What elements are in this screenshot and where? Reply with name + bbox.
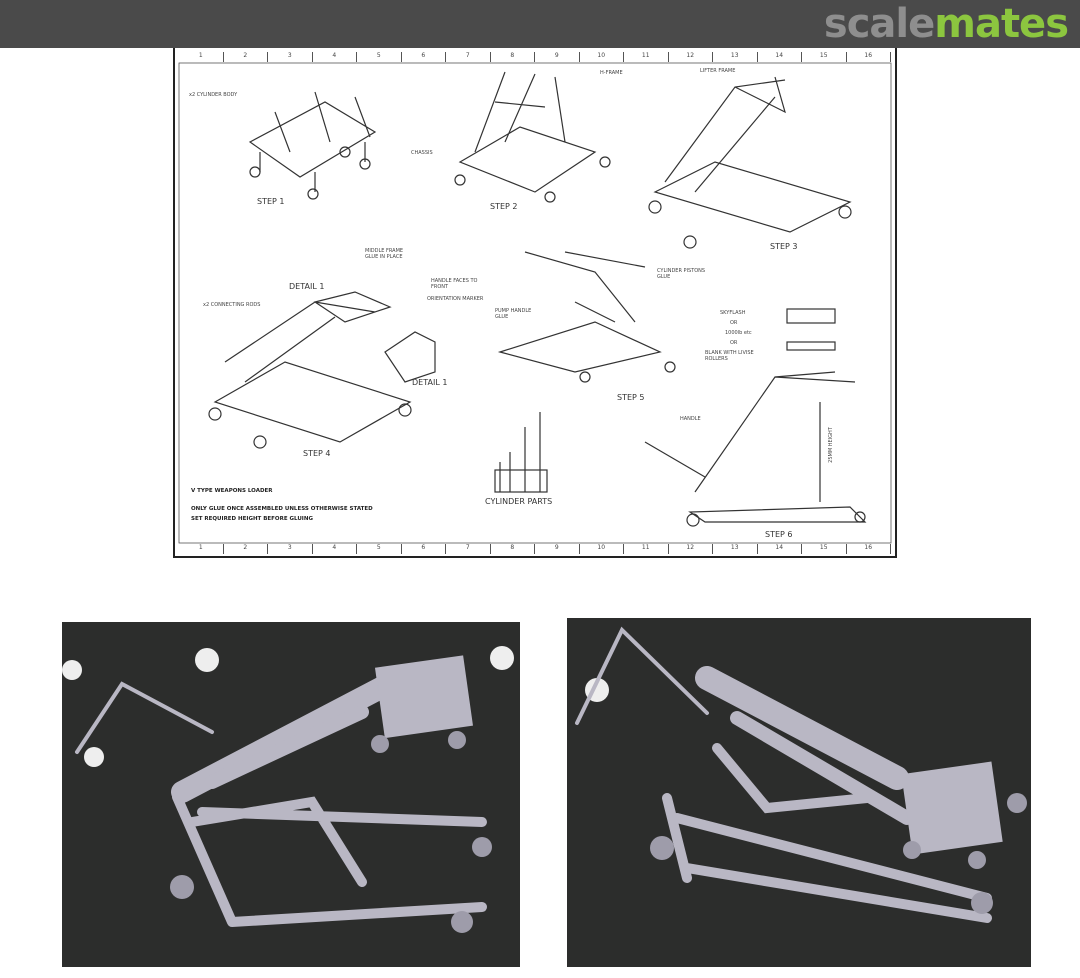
step-6-label: STEP 6 — [765, 530, 793, 539]
callout: x2 CYLINDER BODY — [189, 92, 238, 98]
cylinder-parts-label: CYLINDER PARTS — [485, 497, 553, 506]
callout: BLANK WITH LIVISE ROLLERS — [705, 350, 754, 362]
photo-model-right — [567, 618, 1031, 967]
step-5-label: STEP 5 — [617, 393, 645, 402]
step2-drawing — [454, 71, 611, 203]
callout: x2 CONNECTING RODS — [203, 302, 261, 308]
callout: 25MM HEIGHT — [827, 427, 834, 463]
callout: CHASSIS — [411, 150, 433, 156]
scalemates-logo[interactable]: scalemates — [823, 1, 1069, 47]
callout: OR — [730, 320, 738, 326]
step1-drawing — [248, 91, 377, 200]
step-1-label: STEP 1 — [257, 197, 285, 206]
callout: HANDLE FACES TO FRONT — [431, 278, 478, 290]
detail-label-2: DETAIL 1 — [412, 378, 448, 387]
callout: HANDLE — [680, 416, 701, 422]
step-4-label: STEP 4 — [303, 449, 331, 458]
note-2: SET REQUIRED HEIGHT BEFORE GLUING — [191, 516, 313, 522]
step3-drawing — [648, 76, 852, 249]
sheet-title: V TYPE WEAPONS LOADER — [191, 488, 273, 494]
detail-drawing — [384, 331, 436, 383]
callout: MIDDLE FRAME GLUE IN PLACE — [365, 248, 404, 260]
assembly-drawings — [178, 62, 892, 544]
site-header: scalemates — [0, 0, 1080, 48]
detail-label: DETAIL 1 — [289, 282, 325, 291]
cylinder-parts-drawing — [494, 412, 548, 493]
callout: H-FRAME — [600, 70, 623, 76]
callout: 1000lb etc — [725, 330, 752, 336]
photo-model-left — [62, 622, 520, 967]
step4-drawing — [208, 291, 412, 449]
callout: CYLINDER PISTONS GLUE — [657, 268, 706, 280]
note-1: ONLY GLUE ONCE ASSEMBLED UNLESS OTHERWIS… — [191, 506, 373, 512]
step-2-label: STEP 2 — [490, 202, 518, 211]
callout: LIFTER FRAME — [700, 68, 736, 74]
callout: ORIENTATION MARKER — [427, 296, 484, 302]
callout: OR — [730, 340, 738, 346]
callout: PUMP HANDLE GLUE — [495, 308, 532, 320]
step5-drawing — [497, 251, 676, 383]
callout: SKYFLASH — [720, 310, 746, 316]
step6-drawing — [644, 308, 867, 527]
step-3-label: STEP 3 — [770, 242, 798, 251]
